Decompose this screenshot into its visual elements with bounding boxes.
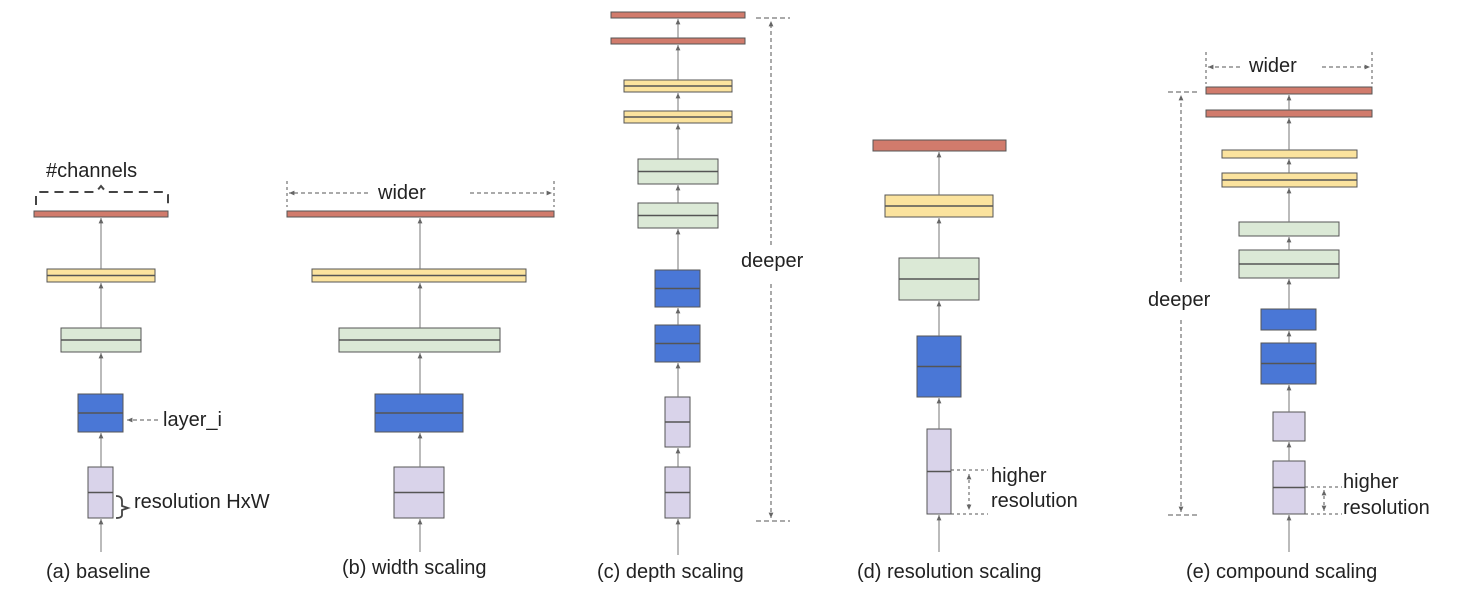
panel-e-caption: (e) compound scaling <box>1186 561 1377 583</box>
panel-d-higher-label: higher <box>991 465 1047 487</box>
panel-c-red-block <box>610 11 746 19</box>
panel-a-channels-bracket <box>35 184 169 205</box>
panel-e-red-block <box>1205 86 1373 95</box>
panel-c-red-block <box>610 37 746 45</box>
panel-a-caption: (a) baseline <box>46 561 151 583</box>
dimension-annotations <box>35 17 1373 522</box>
connector-arrows <box>98 19 1292 555</box>
panel-a-resolution-label: resolution HxW <box>134 491 270 513</box>
panel-e-higher-label: higher <box>1343 471 1399 493</box>
panel-a-layer-label: layer_i <box>163 409 222 431</box>
panel-e-resolution-label: resolution <box>1343 497 1430 519</box>
panel-d-red-block <box>872 139 1007 152</box>
panel-c-deeper-label: deeper <box>741 250 804 272</box>
network-blocks <box>33 11 1373 519</box>
panel-c-caption: (c) depth scaling <box>597 561 744 583</box>
panel-e-deeper-label: deeper <box>1148 289 1211 311</box>
panel-b-wider-label: wider <box>377 182 426 204</box>
panel-e-red-block <box>1205 109 1373 118</box>
panel-d-caption: (d) resolution scaling <box>857 561 1042 583</box>
panel-e-blue-block <box>1260 308 1317 331</box>
panel-e-yellow-block <box>1221 149 1358 159</box>
panel-e-wider-label: wider <box>1248 55 1297 77</box>
panel-e-lavender-block <box>1272 411 1306 442</box>
panel-b-caption: (b) width scaling <box>342 557 487 579</box>
panel-a-red-block <box>33 210 169 218</box>
panel-a-resolution-brace <box>115 495 131 519</box>
panel-a-channels-label: #channels <box>46 160 137 182</box>
panel-b-red-block <box>286 210 555 218</box>
panel-d-resolution-label: resolution <box>991 490 1078 512</box>
panel-e-green-block <box>1238 221 1340 237</box>
